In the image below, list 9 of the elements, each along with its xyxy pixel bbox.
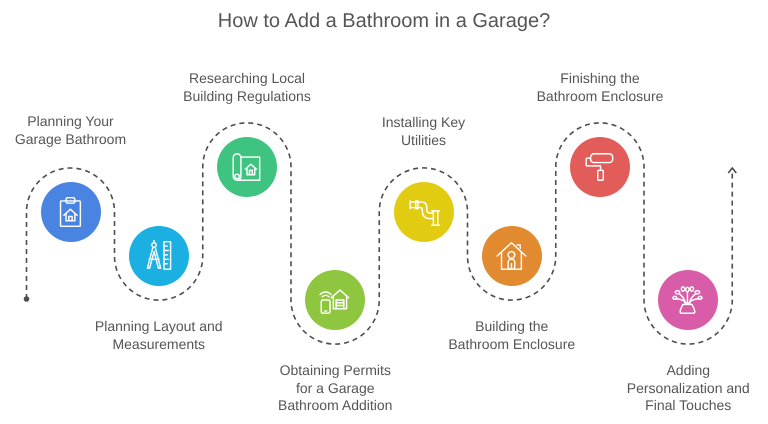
step-label: Researching Local Building Regulations: [182, 70, 312, 105]
step-label: Finishing the Bathroom Enclosure: [536, 70, 664, 105]
step-label: Building the Bathroom Enclosure: [447, 318, 576, 353]
step-label: Planning Your Garage Bathroom: [14, 113, 128, 148]
step-label: Planning Layout and Measurements: [94, 318, 224, 353]
step-label: Adding Personalization and Final Touches: [626, 362, 751, 414]
step-label: Installing Key Utilities: [380, 114, 466, 149]
title: How to Add a Bathroom in a Garage?: [216, 9, 552, 34]
step-label: Obtaining Permits for a Garage Bathroom Addition: [277, 362, 394, 414]
